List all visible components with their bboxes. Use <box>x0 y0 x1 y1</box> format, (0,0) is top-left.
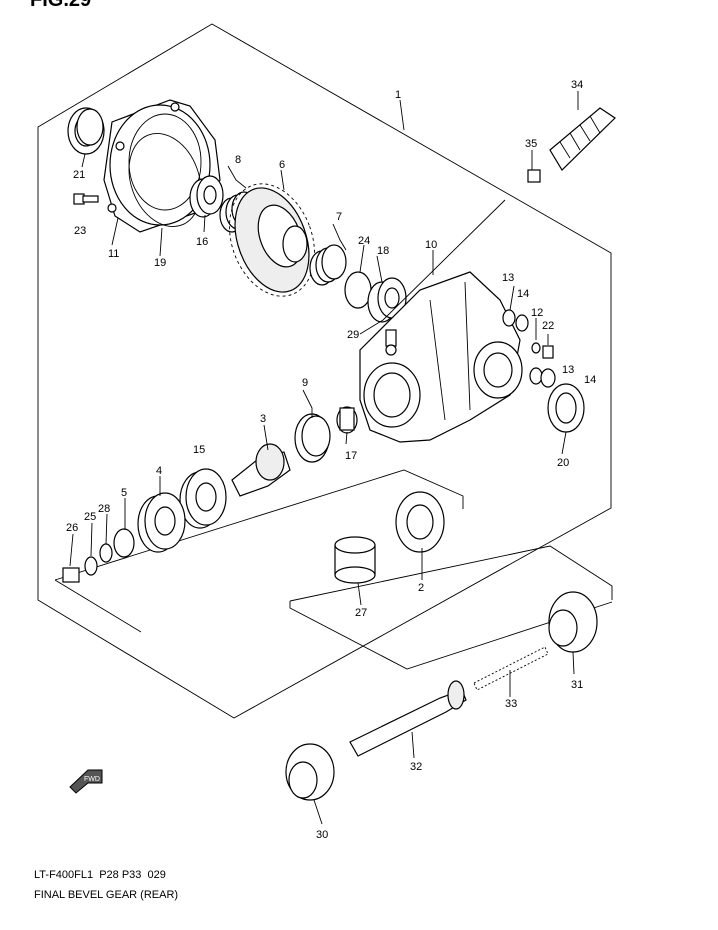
part-label-25: 25 <box>84 511 96 523</box>
plug-14a <box>515 314 529 332</box>
part-label-23: 23 <box>74 225 86 237</box>
drive-bevel-gear-3 <box>231 443 291 497</box>
part-label-6: 6 <box>279 159 285 171</box>
part-label-31: 31 <box>571 679 583 691</box>
part-label-20: 20 <box>557 457 569 469</box>
part-label-26: 26 <box>66 522 78 534</box>
direction-fwd-badge: FWD <box>69 769 103 794</box>
washer-28 <box>99 543 113 563</box>
plug-14b <box>540 368 556 388</box>
shaft-group-outline <box>289 545 613 602</box>
figure-title: FIG.29 <box>30 0 91 11</box>
part-label-35: 35 <box>525 138 537 150</box>
bearing-15 <box>179 468 227 529</box>
part-label-9: 9 <box>302 377 308 389</box>
assembly-outline <box>37 23 612 719</box>
bearing-4 <box>137 492 186 553</box>
part-label-14b: 14 <box>584 374 596 386</box>
washer-13a <box>502 309 516 327</box>
part-label-8: 8 <box>235 154 241 166</box>
washer-13b <box>529 367 543 385</box>
part-label-1: 1 <box>395 89 401 101</box>
spacer-24 <box>344 271 372 309</box>
part-label-3: 3 <box>260 413 266 425</box>
boot-34 <box>549 107 616 171</box>
needle-bearing-17 <box>336 406 358 434</box>
part-label-28: 28 <box>98 503 110 515</box>
bearing-18 <box>367 277 407 323</box>
nut-26 <box>62 567 80 583</box>
fwd-label: FWD <box>84 776 100 783</box>
bolt-23 <box>73 193 99 205</box>
damper-31 <box>548 591 598 653</box>
part-label-30: 30 <box>316 829 328 841</box>
part-label-22: 22 <box>542 320 554 332</box>
propeller-shaft-32 <box>349 680 467 757</box>
shims-7 <box>309 244 347 286</box>
washer-12 <box>531 342 541 354</box>
part-label-17: 17 <box>345 450 357 462</box>
part-label-15: 15 <box>193 444 205 456</box>
part-label-24: 24 <box>358 235 370 247</box>
part-label-4: 4 <box>156 465 162 477</box>
gear-case-10 <box>359 271 523 443</box>
part-label-27: 27 <box>355 607 367 619</box>
gear-group-outline <box>54 469 464 581</box>
part-label-10: 10 <box>425 239 437 251</box>
part-label-34: 34 <box>571 79 583 91</box>
oil-seal-2 <box>395 491 445 553</box>
part-label-2: 2 <box>418 582 424 594</box>
part-label-32: 32 <box>410 761 422 773</box>
spacer-5 <box>113 528 135 558</box>
part-label-19: 19 <box>154 257 166 269</box>
o-ring-19 <box>128 132 202 228</box>
washer-25 <box>84 556 98 576</box>
model-code: LT-F400FL1 P28 P33 029 <box>34 869 166 881</box>
oil-seal-20 <box>547 383 585 433</box>
section-title: FINAL BEVEL GEAR (REAR) <box>34 889 178 901</box>
plug-22 <box>542 345 554 359</box>
oil-seal-21 <box>67 107 105 155</box>
bevel-gear-6 <box>229 183 315 297</box>
part-label-18: 18 <box>377 245 389 257</box>
part-label-29: 29 <box>347 329 359 341</box>
part-label-5: 5 <box>121 487 127 499</box>
part-label-14a: 14 <box>517 288 529 300</box>
clamp-35 <box>527 169 541 183</box>
breather-29 <box>385 329 397 356</box>
part-labels: 1 2 3 4 5 6 7 8 9 10 11 12 13 13 14 14 1… <box>66 79 596 841</box>
part-label-7: 7 <box>336 211 342 223</box>
spring-33 <box>473 646 549 691</box>
part-label-21: 21 <box>73 169 85 181</box>
leader-lines <box>69 91 579 825</box>
part-label-33: 33 <box>505 698 517 710</box>
part-label-13b: 13 <box>562 364 574 376</box>
part-label-12: 12 <box>531 307 543 319</box>
part-label-11: 11 <box>108 248 119 260</box>
universal-joint-30 <box>285 743 335 801</box>
part-label-13a: 13 <box>502 272 514 284</box>
bearing-16 <box>189 175 224 218</box>
coupling-27 <box>334 536 376 584</box>
part-label-16: 16 <box>196 236 208 248</box>
shim-9 <box>294 413 331 463</box>
